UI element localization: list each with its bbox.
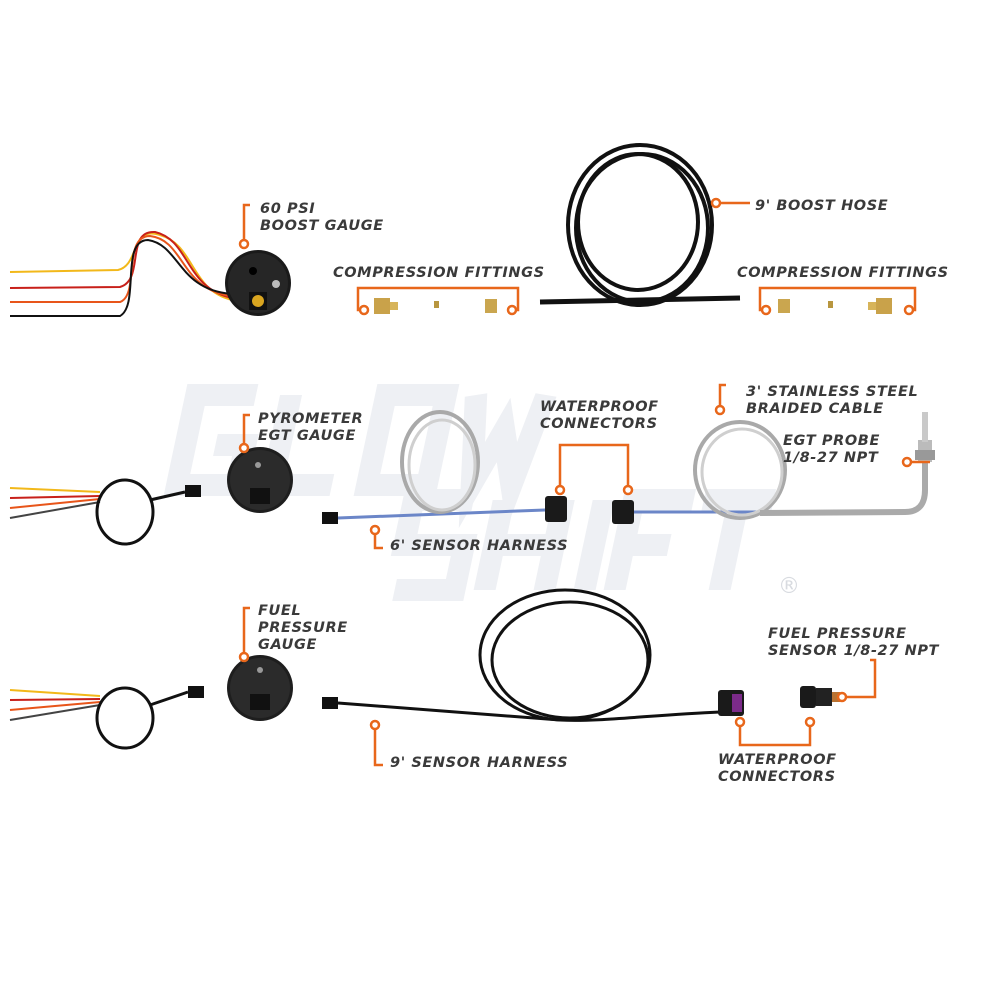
registered-mark: ® bbox=[778, 574, 800, 599]
fuel-gauge-plug bbox=[188, 686, 204, 698]
pyrometer-gauge-label: PYROMETER EGT GAUGE bbox=[258, 411, 363, 445]
egt-gauge-wires bbox=[9, 478, 186, 546]
fuel-waterproof-connector bbox=[718, 690, 744, 716]
fuel-pressure-sensor bbox=[800, 686, 840, 708]
fuel-gauge-label: FUEL PRESSURE GAUGE bbox=[258, 603, 348, 654]
egt-sensor-harness bbox=[337, 410, 546, 520]
label-line: BRAIDED CABLE bbox=[746, 401, 884, 417]
egt-probe-label: EGT PROBE 1/8-27 NPT bbox=[783, 433, 880, 467]
label-line: SENSOR 1/8-27 NPT bbox=[768, 643, 940, 659]
fuel-harness-plug bbox=[322, 697, 338, 709]
waterproof-connectors-label-egt: WATERPROOF CONNECTORS bbox=[540, 399, 659, 433]
fuel-gauge-wires bbox=[9, 686, 189, 750]
fuel-sensor-harness bbox=[337, 588, 721, 722]
compression-fittings-left-label: COMPRESSION FITTINGS bbox=[333, 265, 545, 281]
label-line: CONNECTORS bbox=[540, 416, 658, 432]
label-line: GAUGE bbox=[258, 637, 318, 653]
boost-gauge-wires bbox=[9, 230, 233, 317]
boost-gauge-label: 60 PSI BOOST GAUGE bbox=[260, 201, 384, 235]
watermark-letter bbox=[603, 489, 697, 590]
label-line: BOOST GAUGE bbox=[260, 218, 384, 234]
label-line: FUEL bbox=[258, 603, 302, 619]
label-line: 1/8-27 NPT bbox=[783, 450, 879, 466]
callout-leaders bbox=[238, 197, 930, 767]
watermark-letter bbox=[390, 489, 478, 601]
label-line: PYROMETER bbox=[258, 411, 364, 427]
stainless-braided-cable bbox=[634, 420, 928, 520]
label-line: EGT PROBE bbox=[783, 433, 880, 449]
watermark-letter bbox=[353, 384, 460, 496]
label-line: 3' STAINLESS STEEL bbox=[746, 384, 919, 400]
egt-gauge-plug bbox=[185, 485, 201, 497]
pyrometer-gauge bbox=[227, 447, 293, 513]
boost-hose bbox=[539, 143, 741, 307]
label-line: WATERPROOF bbox=[718, 752, 837, 768]
braided-cable-label: 3' STAINLESS STEEL BRAIDED CABLE bbox=[746, 384, 918, 418]
compression-fittings-right-label: COMPRESSION FITTINGS bbox=[737, 265, 949, 281]
waterproof-connector-female bbox=[612, 500, 634, 524]
label-line: 60 PSI bbox=[260, 201, 316, 217]
fuel-sensor-label: FUEL PRESSURE SENSOR 1/8-27 NPT bbox=[768, 626, 939, 660]
waterproof-connectors-label-fuel: WATERPROOF CONNECTORS bbox=[718, 752, 837, 786]
egt-probe bbox=[915, 412, 935, 462]
watermark-letter bbox=[573, 500, 615, 590]
compression-fittings-left bbox=[374, 298, 497, 314]
egt-harness-plug bbox=[322, 512, 338, 524]
fuel-harness-label: 9' SENSOR HARNESS bbox=[390, 755, 569, 771]
compression-fittings-right bbox=[778, 298, 892, 314]
boost-hose-label: 9' BOOST HOSE bbox=[755, 198, 889, 214]
label-line: PRESSURE bbox=[258, 620, 348, 636]
boost-gauge bbox=[225, 250, 291, 316]
label-line: CONNECTORS bbox=[718, 769, 836, 785]
fuel-pressure-gauge bbox=[227, 655, 293, 721]
label-line: EGT GAUGE bbox=[258, 428, 356, 444]
egt-harness-label: 6' SENSOR HARNESS bbox=[390, 538, 569, 554]
waterproof-connector-male bbox=[545, 496, 567, 522]
label-line: FUEL PRESSURE bbox=[768, 626, 907, 642]
label-line: WATERPROOF bbox=[540, 399, 659, 415]
